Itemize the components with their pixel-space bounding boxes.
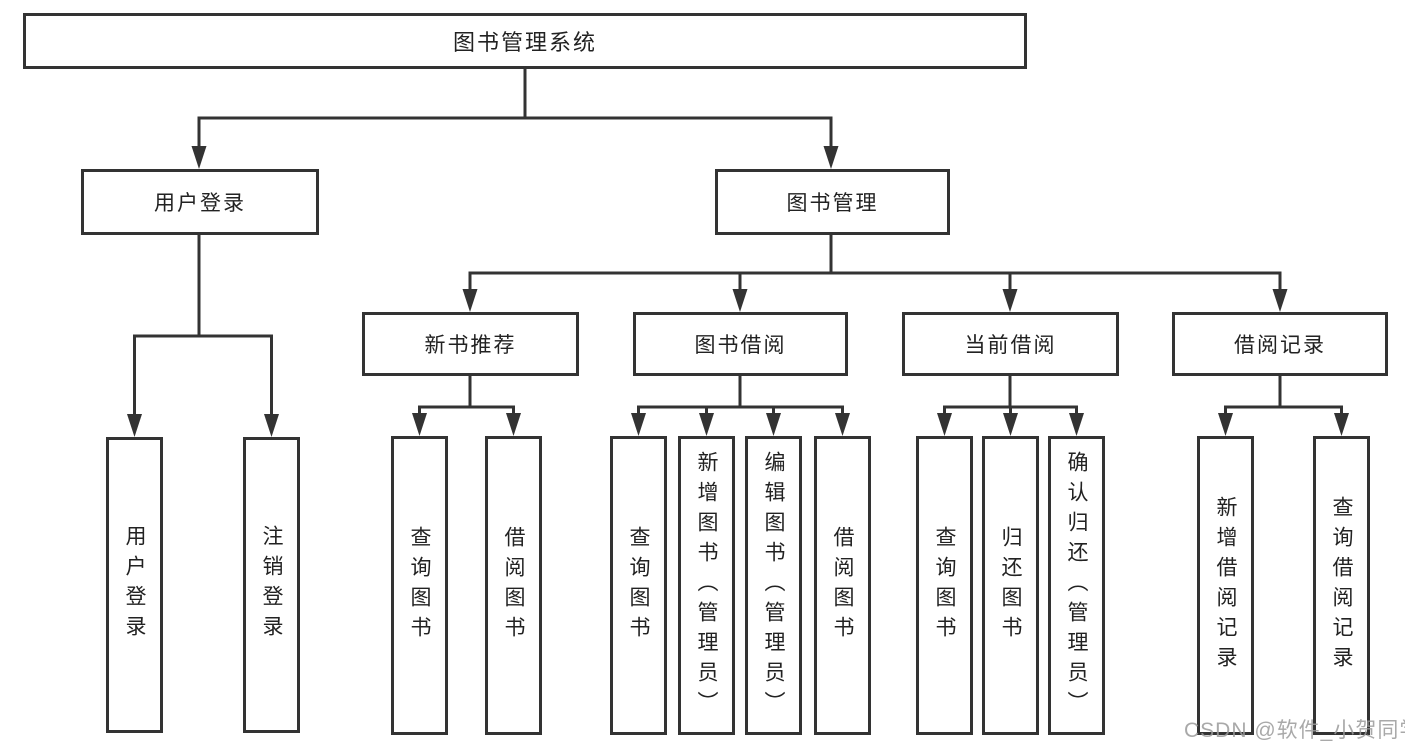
node-book-borrow-label: 图书借阅 (694, 334, 787, 357)
leaf-edit-books-admin: 编辑图书（管理员） (745, 436, 802, 735)
arrowheads (127, 146, 1349, 437)
leaf-add-books-admin: 新增图书（管理员） (678, 436, 735, 735)
arrow-icon (631, 413, 646, 436)
arrow-icon (835, 413, 850, 436)
leaf-add-borrow-record: 新增借阅记录 (1197, 436, 1254, 735)
leaf-add-books-admin-label: 新增图书（管理员） (695, 450, 718, 721)
arrow-icon (1069, 413, 1084, 436)
arrow-icon (766, 413, 781, 436)
node-book-borrow: 图书借阅 (633, 312, 848, 376)
leaf-borrow-books-2-label: 借阅图书 (831, 525, 854, 646)
leaf-confirm-return-admin-label: 确认归还（管理员） (1065, 450, 1088, 721)
arrow-icon (732, 289, 748, 312)
edge-root-to-level2 (197, 67, 833, 162)
node-root-label: 图书管理系统 (452, 30, 597, 55)
leaf-query-books-3-label: 查询图书 (933, 525, 956, 646)
node-root: 图书管理系统 (23, 13, 1027, 69)
node-user-login-label: 用户登录 (154, 192, 246, 215)
leaf-confirm-return-admin: 确认归还（管理员） (1048, 436, 1105, 735)
leaf-query-borrow-record-label: 查询借阅记录 (1330, 495, 1353, 676)
arrow-icon (699, 413, 714, 436)
leaf-query-books-1: 查询图书 (391, 436, 448, 735)
leaf-user-login: 用户登录 (106, 437, 163, 733)
arrow-icon (462, 289, 478, 312)
arrow-icon (191, 146, 207, 169)
node-new-book-recommend-label: 新书推荐 (424, 334, 517, 357)
leaf-return-books: 归还图书 (982, 436, 1039, 735)
arrow-icon (823, 146, 839, 169)
arrow-icon (506, 413, 521, 436)
leaf-logout-login: 注销登录 (243, 437, 300, 733)
leaf-logout-login-label: 注销登录 (260, 525, 283, 645)
leaf-query-borrow-record: 查询借阅记录 (1313, 436, 1370, 735)
leaf-query-books-3: 查询图书 (916, 436, 973, 735)
leaf-query-books-1-label: 查询图书 (408, 525, 431, 646)
arrow-icon (264, 414, 279, 437)
leaf-add-borrow-record-label: 新增借阅记录 (1214, 495, 1237, 676)
node-book-management-label: 图书管理 (786, 192, 879, 215)
arrow-icon (1002, 289, 1018, 312)
edge-newbook-to-leaves (418, 374, 515, 430)
edge-bookmgmt-to-level3 (468, 233, 1282, 305)
leaf-borrow-books-2: 借阅图书 (814, 436, 871, 735)
edge-userlogin-to-leaves (133, 233, 273, 430)
node-borrow-records-label: 借阅记录 (1234, 334, 1326, 357)
arrow-icon (937, 413, 952, 436)
arrow-icon (1003, 413, 1018, 436)
leaf-user-login-label: 用户登录 (123, 525, 146, 645)
arrow-icon (1272, 289, 1288, 312)
arrow-icon (412, 413, 427, 436)
leaf-borrow-books-1-label: 借阅图书 (502, 525, 525, 646)
leaf-query-books-2-label: 查询图书 (627, 525, 650, 646)
arrow-icon (127, 414, 142, 437)
node-borrow-records: 借阅记录 (1172, 312, 1388, 376)
edge-bookborrow-to-leaves (637, 374, 844, 430)
leaf-borrow-books-1: 借阅图书 (485, 436, 542, 735)
leaf-return-books-label: 归还图书 (999, 525, 1022, 646)
node-new-book-recommend: 新书推荐 (362, 312, 579, 376)
node-current-borrow-label: 当前借阅 (964, 334, 1057, 357)
arrow-icon (1218, 413, 1233, 436)
leaf-query-books-2: 查询图书 (610, 436, 667, 735)
node-current-borrow: 当前借阅 (902, 312, 1119, 376)
node-book-management: 图书管理 (715, 169, 950, 235)
node-user-login: 用户登录 (81, 169, 319, 235)
leaf-edit-books-admin-label: 编辑图书（管理员） (762, 450, 785, 721)
edge-borrowrecords-to-leaves (1224, 374, 1343, 430)
arrow-icon (1334, 413, 1349, 436)
